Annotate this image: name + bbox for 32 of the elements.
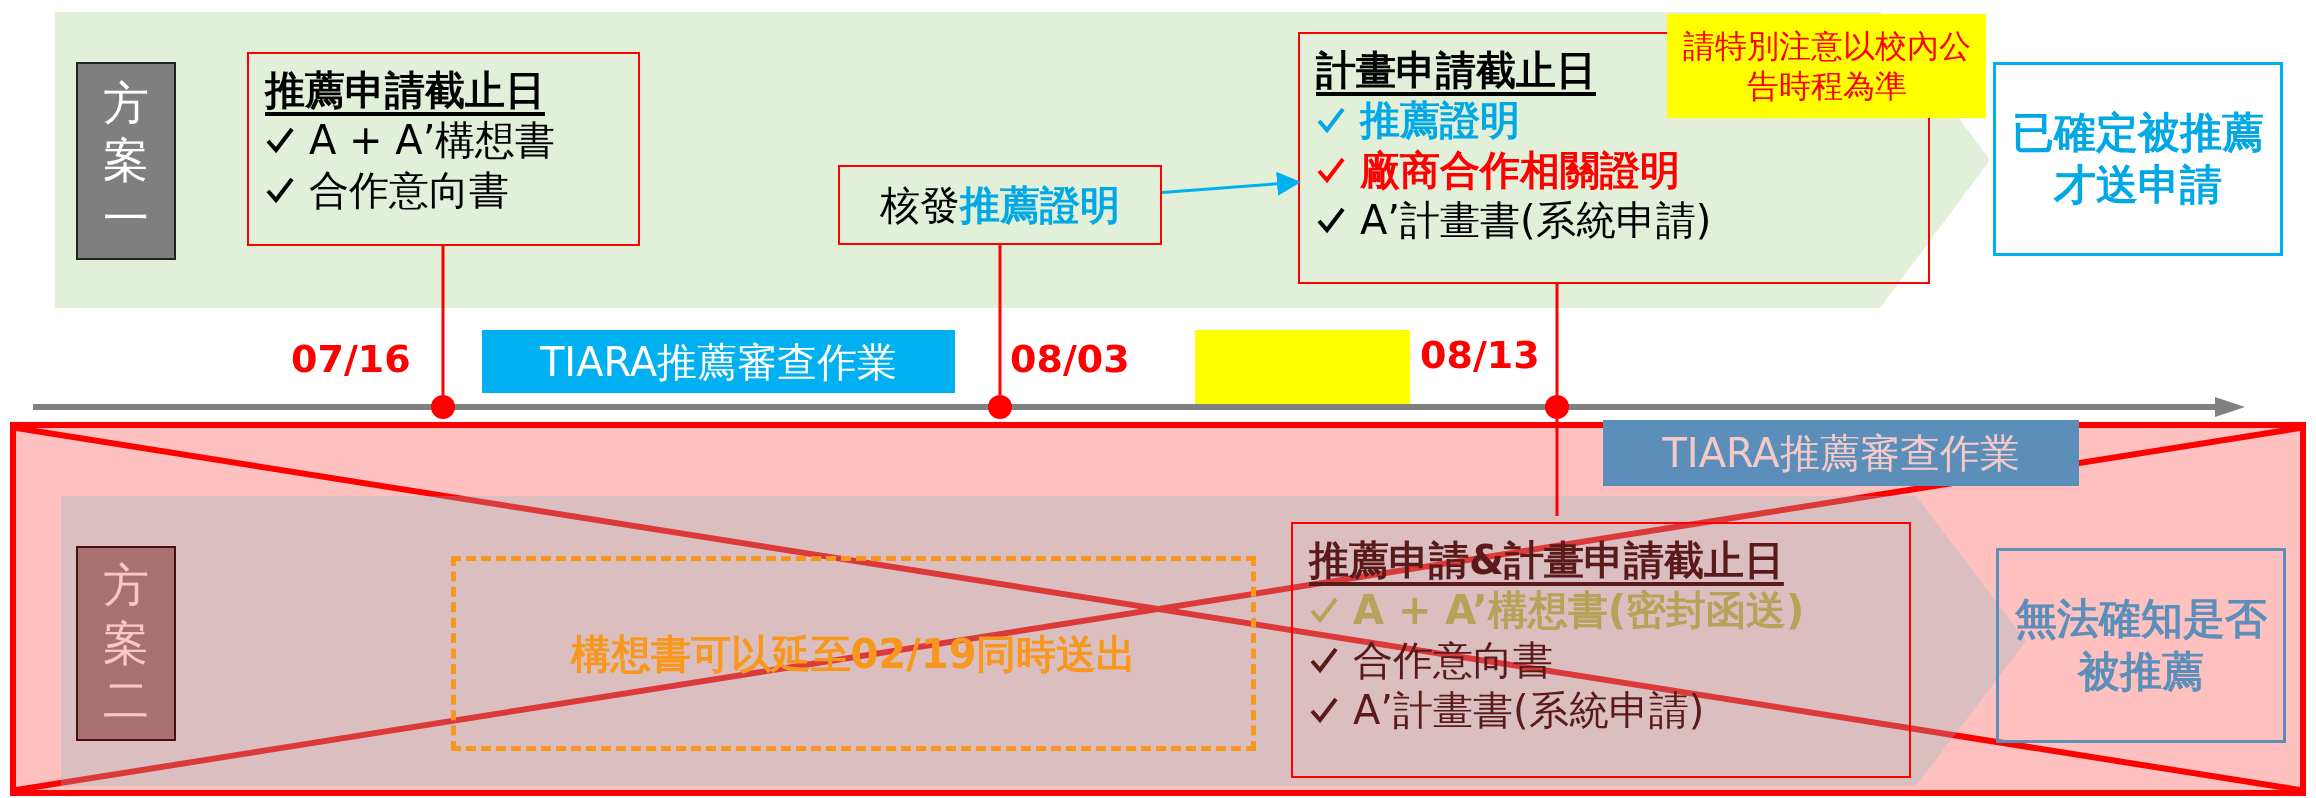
connector-line: [1555, 419, 1559, 516]
checklist-item: A + A’構想書(密封函送): [1353, 586, 1805, 634]
review-period-bar: TIARA推薦審查作業: [482, 330, 955, 393]
date-label: 08/13: [1420, 333, 1540, 377]
plan-label: 方案二: [76, 546, 176, 741]
deadline-box: [247, 52, 640, 246]
checklist-item: A’計畫書(系統申請): [1353, 686, 1705, 734]
outcome-box: 已確定被推薦才送申請: [1993, 62, 2283, 256]
timeline-dot: [1545, 395, 1569, 419]
checklist-item: 推薦證明: [1360, 96, 1520, 144]
date-label: 07/16: [291, 337, 411, 381]
connector-line: [1555, 284, 1559, 395]
checklist-item: A + A’構想書: [309, 116, 556, 164]
highlight-bar: [1195, 330, 1410, 405]
issue-box: 核發推薦證明: [838, 165, 1162, 245]
deadline-box: [1291, 522, 1911, 778]
checklist-item: A’計畫書(系統申請): [1360, 196, 1712, 244]
timeline-dot: [431, 395, 455, 419]
deadline-heading: 計畫申請截止日: [1316, 46, 1596, 94]
phase-band: [55, 12, 1990, 308]
checklist-item: 合作意向書: [309, 166, 509, 214]
connector-line: [998, 245, 1002, 395]
timeline-dot: [988, 395, 1012, 419]
review-period-bar: TIARA推薦審查作業: [1603, 420, 2079, 486]
arrow: [1161, 171, 1301, 196]
note-box: 請特別注意以校內公告時程為準: [1667, 14, 1986, 118]
checklist-item: 廠商合作相關證明: [1360, 146, 1680, 194]
connector-line: [441, 246, 445, 395]
deadline-heading: 推薦申請截止日: [265, 66, 545, 114]
plan-label: 方案一: [76, 62, 176, 260]
outcome-box: 無法確知是否被推薦: [1996, 548, 2286, 743]
date-label: 08/03: [1010, 337, 1130, 381]
